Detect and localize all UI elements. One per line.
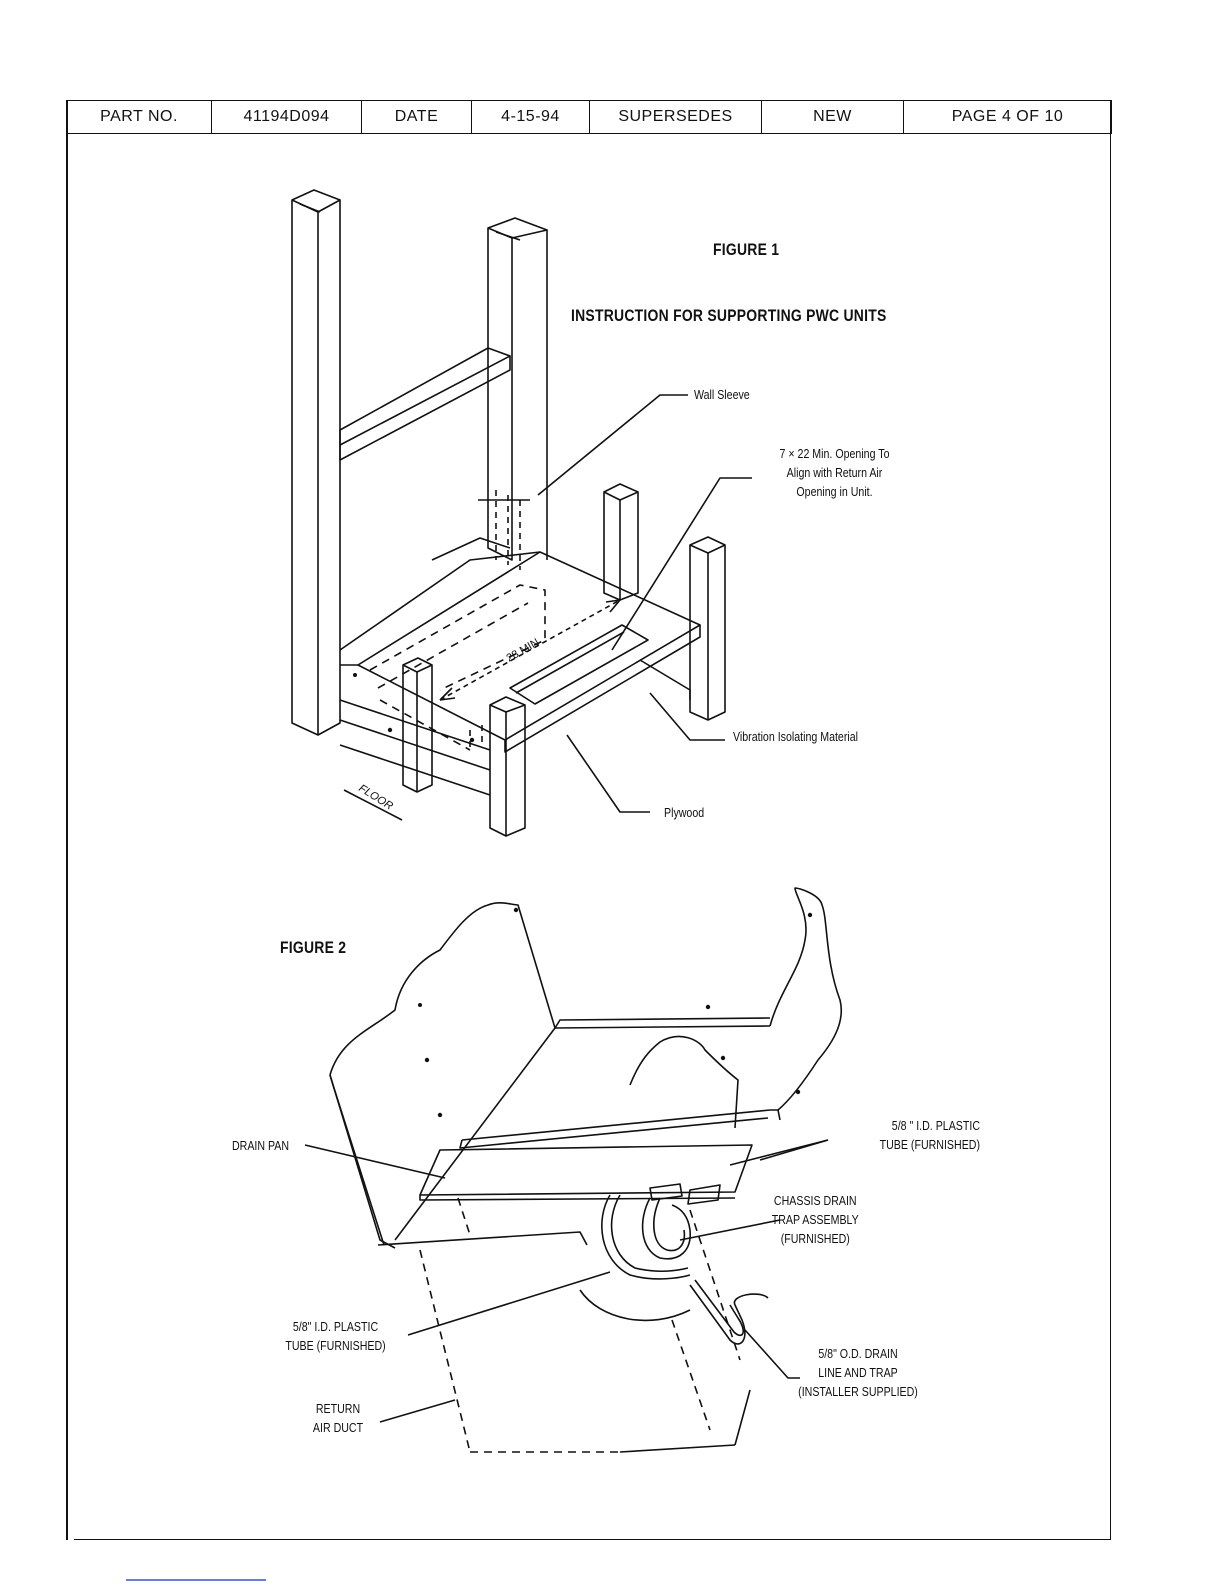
drain-line-1: 5/8" O.D. DRAIN — [818, 1347, 898, 1361]
drain-line-3: (INSTALLER SUPPLIED) — [798, 1385, 918, 1399]
frame-left-border — [66, 100, 68, 1540]
part-no-value: 41194D094 — [211, 100, 362, 134]
tube-left-line-1: 5/8" I.D. PLASTIC — [292, 1320, 379, 1334]
drain-pan-label: DRAIN PAN — [232, 1139, 290, 1153]
tube-top-line-2: TUBE (FURNISHED) — [879, 1138, 980, 1152]
drain-line-2: LINE AND TRAP — [818, 1366, 898, 1380]
part-no-label: PART NO. — [66, 100, 212, 134]
tube-top-callout: 5/8 " I.D. PLASTIC TUBE (FURNISHED) — [827, 1117, 980, 1155]
frame-bottom-border — [74, 1538, 1111, 1540]
figure1-title: FIGURE 1 — [713, 240, 780, 259]
opening-line-1: 7 × 22 Min. Opening To — [779, 447, 890, 461]
return-line-2: AIR DUCT — [312, 1421, 364, 1435]
tube-left-callout: 5/8" I.D. PLASTIC TUBE (FURNISHED) — [276, 1318, 395, 1356]
chassis-line-3: (FURNISHED) — [780, 1232, 850, 1246]
page-frame: PART NO. 41194D094 DATE 4-15-94 SUPERSED… — [66, 100, 1112, 1540]
plywood-label: Plywood — [664, 806, 705, 820]
chassis-trap-callout: CHASSIS DRAIN TRAP ASSEMBLY (FURNISHED) — [760, 1192, 871, 1249]
supersedes-value: NEW — [761, 100, 904, 134]
vibration-label: Vibration Isolating Material — [733, 730, 859, 744]
return-air-callout: RETURN AIR DUCT — [304, 1400, 372, 1438]
chassis-line-2: TRAP ASSEMBLY — [771, 1213, 859, 1227]
frame-right-border — [1109, 100, 1111, 1540]
figure1-subtitle: INSTRUCTION FOR SUPPORTING PWC UNITS — [571, 306, 887, 325]
opening-callout: 7 × 22 Min. Opening To Align with Return… — [758, 445, 911, 502]
wall-sleeve-label: Wall Sleeve — [694, 388, 750, 402]
dimension-label: 28 MIN — [505, 636, 542, 664]
tube-top-line-1: 5/8 " I.D. PLASTIC — [891, 1119, 980, 1133]
date-value: 4-15-94 — [471, 100, 590, 134]
figure1-drawing: 28 MIN FLOOR — [291, 189, 752, 837]
chassis-line-1: CHASSIS DRAIN — [773, 1194, 857, 1208]
return-line-1: RETURN — [315, 1402, 361, 1416]
header-table: PART NO. 41194D094 DATE 4-15-94 SUPERSED… — [66, 100, 1112, 134]
header-row: PART NO. 41194D094 DATE 4-15-94 SUPERSED… — [66, 100, 1112, 134]
page-number: PAGE 4 OF 10 — [903, 100, 1112, 134]
tube-left-line-2: TUBE (FURNISHED) — [285, 1339, 386, 1353]
floor-label: FLOOR — [356, 782, 395, 812]
scan-underline-mark — [126, 1579, 266, 1581]
figure2-title: FIGURE 2 — [280, 938, 347, 957]
opening-line-3: Opening in Unit. — [796, 485, 873, 499]
supersedes-label: SUPERSEDES — [589, 100, 762, 134]
drain-line-callout: 5/8" O.D. DRAIN LINE AND TRAP (INSTALLER… — [790, 1345, 926, 1402]
opening-line-2: Align with Return Air — [786, 466, 883, 480]
